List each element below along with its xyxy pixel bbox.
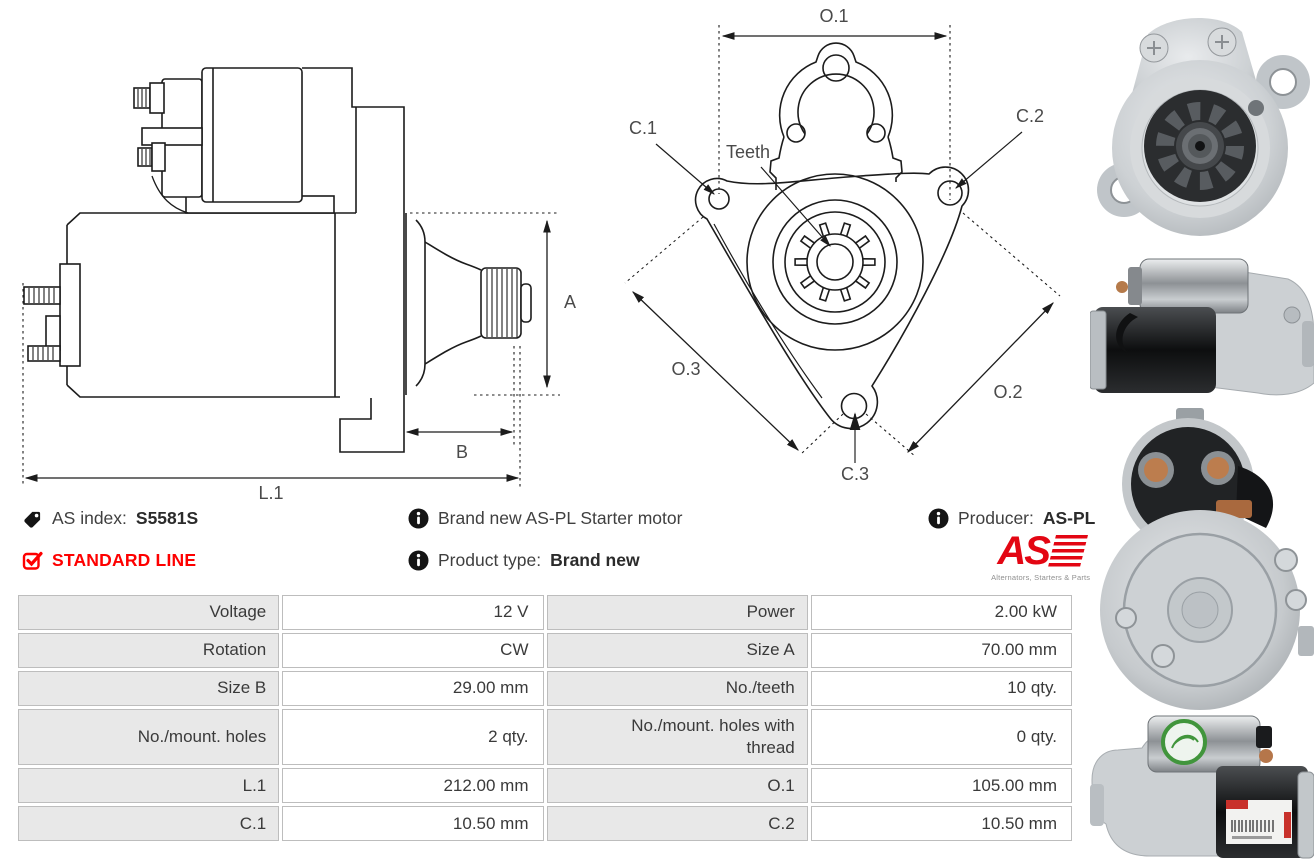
dim-label-c1: C.1 — [629, 118, 657, 138]
spec-label: No./mount. holes — [18, 709, 280, 766]
spec-value: 29.00 mm — [282, 671, 544, 706]
product-desc-block: Brand new AS-PL Starter motor Product ty… — [408, 506, 682, 573]
spec-label: No./mount. holes with thread — [546, 709, 808, 766]
side-dimension-lines — [22, 212, 560, 487]
description-line: Brand new AS-PL Starter motor — [408, 506, 682, 531]
spec-value: 2.00 kW — [810, 595, 1072, 630]
spec-label: C.1 — [18, 806, 280, 842]
product-type-line: Product type: Brand new — [408, 548, 682, 573]
spec-value: 2 qty. — [282, 709, 544, 766]
info-icon — [408, 508, 429, 529]
description-text: Brand new AS-PL Starter motor — [438, 508, 683, 528]
dim-label-c2: C.2 — [1016, 106, 1044, 126]
green-label — [1161, 719, 1207, 765]
spec-value: 0 qty. — [810, 709, 1072, 766]
motor-body — [1094, 307, 1216, 393]
wire — [1116, 313, 1138, 353]
logo-as-text: AS — [997, 529, 1051, 573]
spec-value: 10 qty. — [810, 671, 1072, 706]
producer-block: Producer: AS-PL AS Alternators, Starters… — [928, 506, 1095, 582]
front-view-drawing: O.1 C.1 C.2 Teeth O.3 O.2 C.3 — [624, 6, 1061, 484]
dim-label-o3: O.3 — [671, 359, 700, 379]
tag-icon — [24, 511, 41, 528]
spec-label: C.2 — [546, 806, 808, 842]
producer-line: Producer: AS-PL — [928, 506, 1095, 531]
info-icon — [928, 508, 949, 529]
standard-line-label: STANDARD LINE — [52, 550, 197, 570]
spec-value: 70.00 mm — [810, 633, 1072, 668]
spec-label: No./teeth — [546, 671, 808, 706]
table-row: Voltage 12 V Power 2.00 kW — [18, 595, 1072, 630]
product-label — [1226, 800, 1292, 844]
dim-label-c3: C.3 — [841, 464, 869, 484]
solenoid — [1139, 258, 1249, 314]
spec-label: Power — [546, 595, 808, 630]
product-photo-front — [1097, 17, 1310, 236]
spec-table: Voltage 12 V Power 2.00 kW Rotation CW S… — [15, 592, 1075, 844]
dim-label-a: A — [564, 292, 576, 312]
table-row: C.1 10.50 mm C.2 10.50 mm — [18, 806, 1072, 842]
product-photo-side-2 — [1090, 715, 1314, 859]
logo-caption: Alternators, Starters & Parts — [991, 573, 1091, 582]
spec-label: L.1 — [18, 768, 280, 804]
table-row: No./mount. holes 2 qty. No./mount. holes… — [18, 709, 1072, 766]
starter-side-outline — [23, 67, 532, 453]
spec-label: O.1 — [546, 768, 808, 804]
spec-value: CW — [282, 633, 544, 668]
as-index-label: AS index: — [52, 508, 127, 528]
spec-label: Rotation — [18, 633, 280, 668]
spec-value: 10.50 mm — [282, 806, 544, 842]
checkbox-icon — [22, 551, 43, 570]
spec-value: 212.00 mm — [282, 768, 544, 804]
pinion-gear — [1144, 90, 1256, 202]
front-dimension-lines — [624, 25, 1061, 463]
spec-label: Voltage — [18, 595, 280, 630]
as-index-line: AS index: S5581S — [22, 506, 198, 531]
product-type-value: Brand new — [550, 550, 640, 570]
as-pl-logo: AS Alternators, Starters & Parts — [986, 531, 1095, 582]
info-icon — [408, 550, 429, 571]
spec-value: 10.50 mm — [810, 806, 1072, 842]
side-view-drawing: A B L.1 — [22, 67, 576, 503]
dim-label-teeth: Teeth — [726, 142, 770, 162]
spec-label: Size A — [546, 633, 808, 668]
spec-value: 12 V — [282, 595, 544, 630]
spec-value: 105.00 mm — [810, 768, 1072, 804]
dim-label-o2: O.2 — [993, 382, 1022, 402]
product-photo-side — [1090, 258, 1314, 396]
logo-stripes — [1047, 535, 1088, 567]
standard-line-badge: STANDARD LINE — [22, 548, 198, 573]
table-row: Size B 29.00 mm No./teeth 10 qty. — [18, 671, 1072, 706]
starter-front-outline — [694, 42, 970, 430]
table-row: L.1 212.00 mm O.1 105.00 mm — [18, 768, 1072, 804]
producer-label: Producer: — [958, 508, 1034, 528]
product-type-label: Product type: — [438, 550, 542, 570]
as-index-value: S5581S — [135, 508, 199, 528]
dim-label-b: B — [456, 442, 468, 462]
product-photo-back — [1100, 408, 1314, 710]
product-id-block: AS index: S5581S STANDARD LINE — [22, 506, 198, 573]
dim-label-l1: L.1 — [258, 483, 283, 503]
spec-label: Size B — [18, 671, 280, 706]
producer-value: AS-PL — [1042, 508, 1096, 528]
dim-label-o1: O.1 — [819, 6, 848, 26]
table-row: Rotation CW Size A 70.00 mm — [18, 633, 1072, 668]
